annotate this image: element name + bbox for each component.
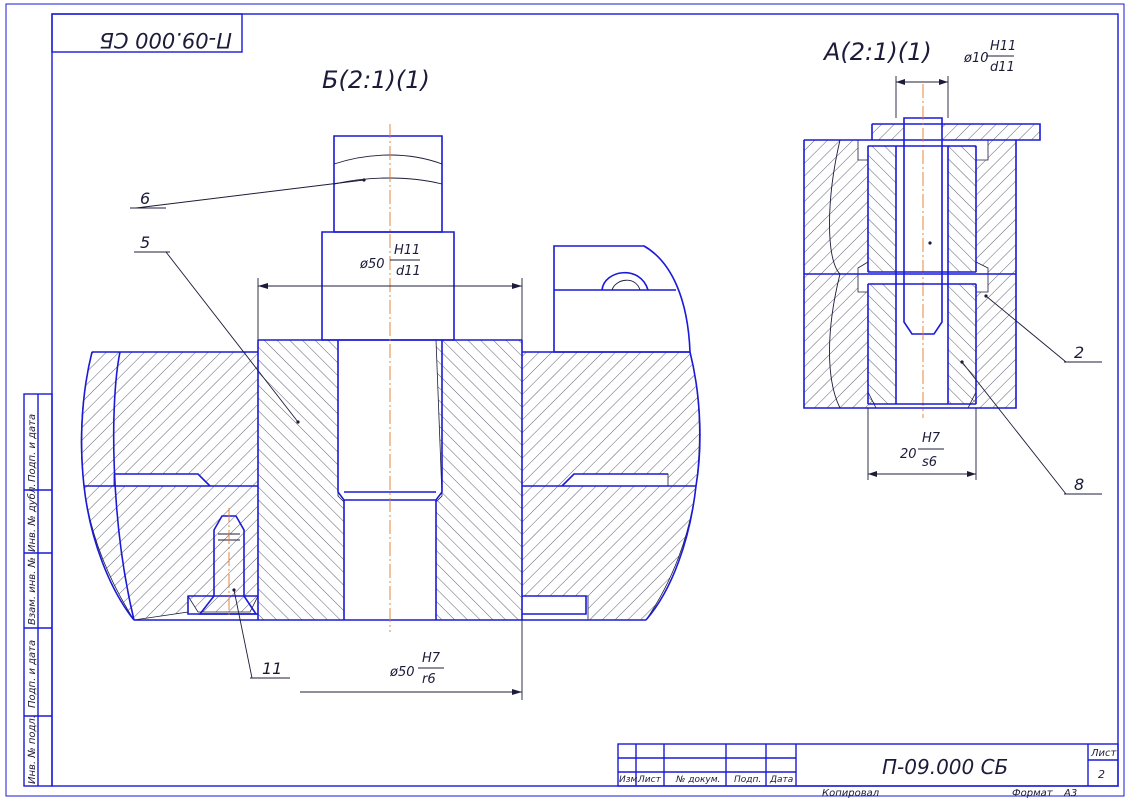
dim-d10-prefix: ø10: [963, 51, 989, 66]
screw-part-11: [198, 515, 258, 615]
leader-8: 8: [960, 360, 1102, 495]
side-columns: Подп. и дата Инв. № дубл. Взам. инв. № П…: [23, 393, 53, 787]
leader-11: 11: [232, 588, 290, 679]
dim-d50-lower: ø50 H7 r6: [300, 620, 523, 700]
ring-left-upper: [80, 351, 259, 487]
section-a-view: А(2:1)(1): [803, 38, 1102, 495]
hub-part-5: [257, 339, 345, 621]
leader-6: 6: [130, 178, 366, 209]
tb-copied: Копировал: [822, 788, 880, 799]
dim-d20: 20 H7 s6: [867, 408, 977, 480]
leader-8-label: 8: [1074, 475, 1084, 494]
tb-header-list: Лист: [637, 775, 662, 785]
side-label-5: Инв. № подл.: [27, 715, 38, 784]
leader-2-label: 2: [1074, 343, 1084, 362]
tb-designation: П-09.000 СБ: [882, 755, 1008, 779]
dim-d20-prefix: 20: [900, 447, 917, 462]
dim-d50-upper-prefix: ø50: [359, 257, 385, 272]
dim-d50-upper-upper: H11: [394, 243, 420, 258]
dim-d10-upper: H11: [990, 39, 1016, 54]
outer-frame: [5, 3, 1125, 797]
pin-part-2: [903, 117, 943, 335]
dim-d10: ø10 H11 d11: [895, 39, 1016, 118]
bushing-upper-right: [947, 145, 977, 273]
bushing-lower-right: [947, 283, 977, 405]
shaft-collar: [321, 231, 455, 341]
dim-d50-lower-prefix: ø50: [389, 665, 415, 680]
tb-format-value: А3: [1063, 788, 1077, 799]
ring-right-upper: [521, 351, 700, 487]
section-b-label: Б(2:1)(1): [322, 66, 430, 94]
dim-d20-upper: H7: [922, 431, 941, 446]
tb-header-date: Дата: [769, 775, 793, 785]
title-block: Изм. Лист № докум. Подп. Дата П-09.000 С…: [617, 743, 1119, 799]
leader-5-label: 5: [140, 233, 150, 252]
dim-d50-lower-lower: r6: [422, 672, 436, 687]
dim-d50-upper: ø50 H11 d11: [257, 243, 523, 340]
dim-d50-upper-lower: d11: [396, 264, 421, 279]
tb-sheet-label: Лист: [1090, 748, 1118, 759]
tb-header-podp: Подп.: [734, 775, 761, 785]
side-label-2: Инв. № дубл.: [26, 484, 38, 552]
mirrored-stamp: П-09.000 СБ: [51, 13, 243, 53]
bushing-upper-left: [867, 145, 897, 273]
tb-header-doc: № докум.: [675, 775, 720, 785]
bracket: [553, 245, 691, 353]
bushing-lower-left: [867, 283, 897, 405]
section-a-label: А(2:1)(1): [822, 38, 932, 66]
stamp-designation: П-09.000 СБ: [99, 28, 232, 52]
side-label-1: Подп. и дата: [27, 414, 38, 482]
section-b-view: Б(2:1)(1): [80, 66, 701, 700]
ring-left-lower: [83, 485, 259, 621]
side-label-4: Подп. и дата: [27, 640, 38, 708]
leader-6-label: 6: [140, 189, 150, 208]
plate-lower: [803, 273, 877, 409]
leader-2: 2: [928, 241, 1102, 363]
shaft-part-6: [333, 135, 443, 233]
tb-format-label: Формат: [1012, 788, 1054, 799]
tb-header-izm: Изм.: [619, 775, 640, 785]
dim-d10-lower: d11: [990, 60, 1015, 75]
hub-part-5-right: [435, 339, 523, 621]
tb-sheet-number: 2: [1098, 768, 1105, 781]
ring-right-lower: [521, 485, 697, 621]
dim-d20-lower: s6: [922, 455, 937, 470]
dim-d50-lower-upper: H7: [422, 651, 441, 666]
leader-5: 5: [134, 233, 300, 424]
side-label-3: Взам. инв. №: [27, 557, 38, 625]
top-flange: [871, 123, 905, 141]
leader-11-label: 11: [262, 659, 282, 678]
plate-upper-right: [975, 139, 1017, 275]
